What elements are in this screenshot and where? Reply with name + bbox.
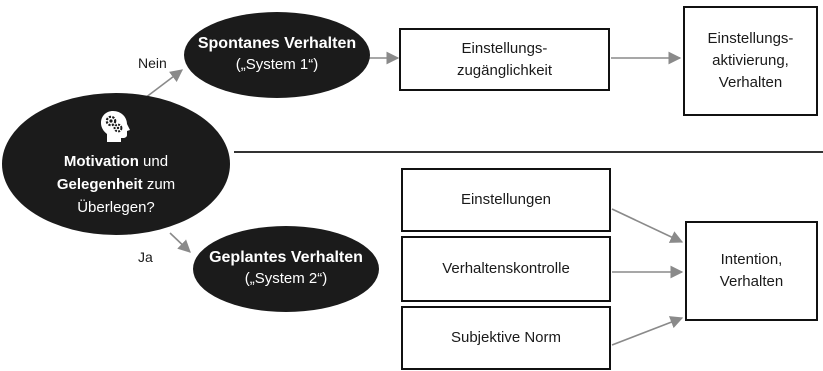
spontaneous-subtitle: („System 1“): [235, 56, 319, 73]
spontaneous-title: Spontanes Verhalten: [197, 35, 357, 52]
planned-subtitle: („System 2“): [244, 270, 328, 287]
attitude-accessibility-box: Einstellungs- zugänglichkeit: [399, 28, 610, 91]
factor-box-verhaltenskontrolle: Verhaltenskontrolle: [401, 236, 611, 302]
decision-node: Motivation und Gelegenheit zum Überlegen…: [2, 93, 230, 235]
attitude-activation-box: Einstellungs- aktivierung, Verhalten: [683, 6, 818, 116]
arrow-ja: [169, 232, 191, 253]
head-gears-icon: [99, 109, 133, 148]
arrow-nein: [144, 69, 184, 99]
label-nein: Nein: [138, 55, 167, 71]
decision-question: Motivation und Gelegenheit zum Überlegen…: [56, 153, 176, 216]
spontaneous-behavior-node: Spontanes Verhalten („System 1“): [184, 12, 370, 98]
factor-box-einstellungen: Einstellungen: [401, 168, 611, 232]
planned-title: Geplantes Verhalten: [209, 249, 363, 266]
factor-box-subjektive-norm: Subjektive Norm: [401, 306, 611, 370]
intention-behavior-box: Intention, Verhalten: [685, 221, 818, 321]
arrow-einstellungen-to-intention: [611, 208, 684, 243]
planned-behavior-node: Geplantes Verhalten („System 2“): [193, 226, 379, 312]
arrow-norm-to-intention: [611, 316, 684, 346]
label-ja: Ja: [138, 249, 153, 265]
